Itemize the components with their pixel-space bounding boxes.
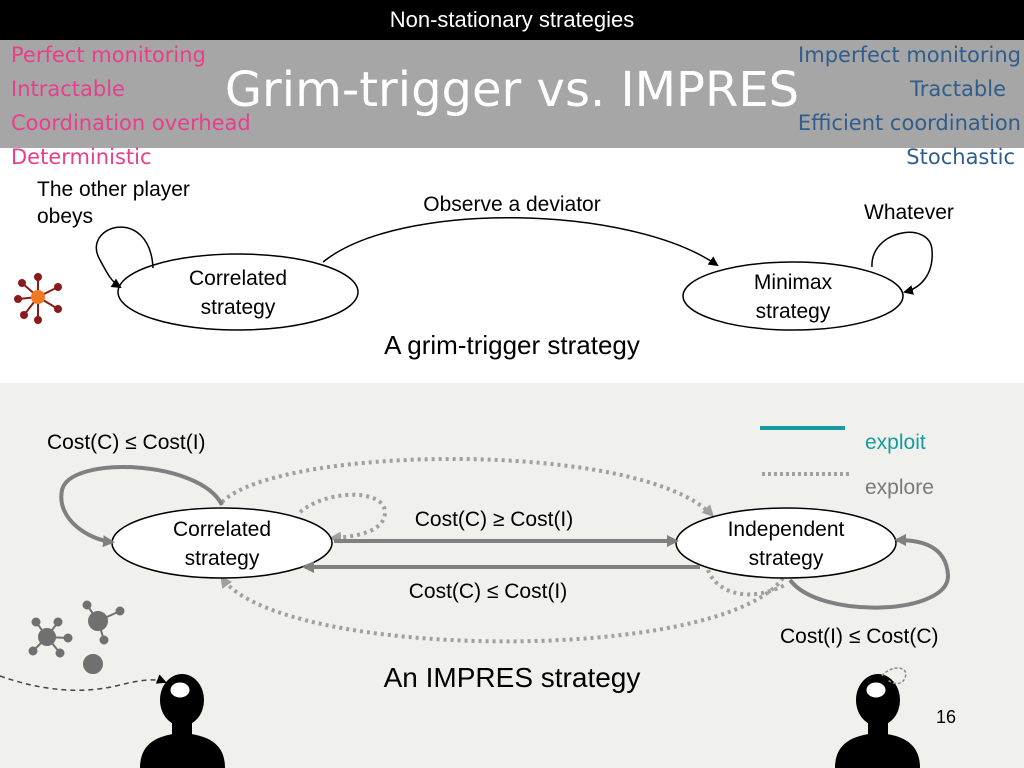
impres-exploit-self-loop-right	[788, 534, 951, 610]
grim-node-correlated	[117, 253, 359, 331]
right-property-3: Efficient coordination	[797, 111, 1021, 135]
page-number: 16	[936, 707, 957, 727]
impres-caption: An IMPRES strategy	[383, 662, 641, 693]
impres-self-loop-right-label: Cost(I) ≤ Cost(C)	[780, 625, 939, 648]
impres-edge-top-label: Cost(C) ≥ Cost(I)	[414, 508, 574, 531]
right-property-2: Tractable	[910, 77, 1006, 101]
left-property-1: Perfect monitoring	[11, 43, 206, 67]
grim-node-correlated-label: Correlated strategy	[188, 267, 288, 319]
grim-caption: A grim-trigger strategy	[384, 330, 640, 360]
header-bar	[0, 0, 1024, 40]
person-left-silhouette	[140, 674, 225, 768]
impres-explore-edge-bottom	[220, 575, 785, 644]
impres-node-correlated-label: Correlated strategy	[172, 518, 272, 570]
grim-self-loop-right	[871, 231, 933, 295]
grim-self-loop-left	[95, 226, 154, 289]
brain-icon-left	[169, 681, 191, 699]
grim-node-minimax-label: Minimax strategy	[753, 271, 833, 323]
network-icon-red	[14, 273, 62, 324]
network-icon-gray	[28, 600, 125, 674]
thought-swirl-icon	[881, 667, 907, 685]
brain-icon-right	[865, 681, 887, 699]
grim-self-loop-right-label: Whatever	[864, 201, 954, 224]
left-property-4: Deterministic	[11, 145, 152, 169]
left-property-3: Coordination overhead	[11, 111, 251, 135]
wander-path	[0, 674, 167, 691]
impres-exploit-self-loop-left	[59, 465, 224, 548]
title-band	[0, 40, 1024, 148]
impres-explore-self-loop-right	[706, 569, 786, 597]
right-property-1: Imperfect monitoring	[798, 43, 1021, 67]
main-title: Grim-trigger vs. IMPRES	[224, 62, 800, 118]
right-property-4: Stochastic	[906, 145, 1015, 169]
slide-title: Non-stationary strategies	[389, 7, 635, 32]
left-property-2: Intractable	[11, 77, 125, 101]
impres-explore-edge-top	[220, 457, 715, 518]
grim-node-minimax	[682, 261, 904, 331]
legend-explore-label: explore	[865, 476, 934, 499]
grim-edge-label: Observe a deviator	[423, 193, 601, 216]
legend-exploit-label: exploit	[865, 431, 926, 454]
impres-edge-bottom-label: Cost(C) ≤ Cost(I)	[408, 580, 568, 603]
grim-edge-deviator	[322, 216, 719, 267]
impres-node-independent-label: Independent strategy	[727, 518, 845, 570]
grim-self-loop-left-label: The other player obeys	[37, 178, 190, 228]
impres-self-loop-left-label: Cost(C) ≤ Cost(I)	[47, 431, 206, 454]
